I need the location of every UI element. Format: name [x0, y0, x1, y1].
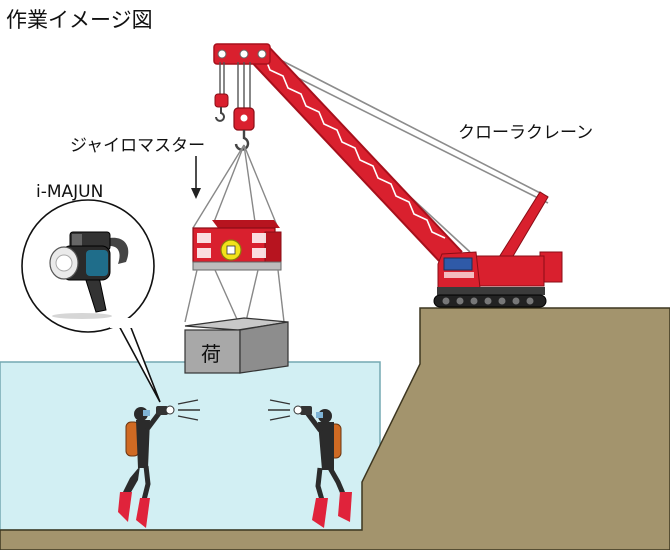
- crane-hook-icon: [233, 62, 255, 151]
- gyro-pointer-arrow: [191, 156, 201, 199]
- crawler-crane-label: クローラクレーン: [458, 123, 594, 143]
- gyro-master-device: [192, 220, 282, 271]
- diver-icon: [293, 405, 352, 528]
- light-rays-left: [177, 399, 200, 421]
- crawler-crane-body: [433, 191, 563, 308]
- aux-hook: [214, 62, 229, 122]
- majun-camera-icon: [49, 231, 129, 319]
- gyro-master-label: ジャイロマスター: [70, 136, 206, 156]
- light-rays-right: [268, 399, 291, 421]
- slings-upper: [192, 144, 279, 229]
- majun-label: i-MAJUN: [36, 182, 104, 202]
- cargo-box: [184, 317, 289, 374]
- ground: [0, 307, 670, 550]
- cargo-label: 荷: [201, 342, 221, 366]
- diver-icon: [118, 405, 175, 528]
- page-title: 作業イメージ図: [6, 8, 153, 32]
- boom-tip: [213, 43, 271, 65]
- crane-boom: [245, 45, 463, 263]
